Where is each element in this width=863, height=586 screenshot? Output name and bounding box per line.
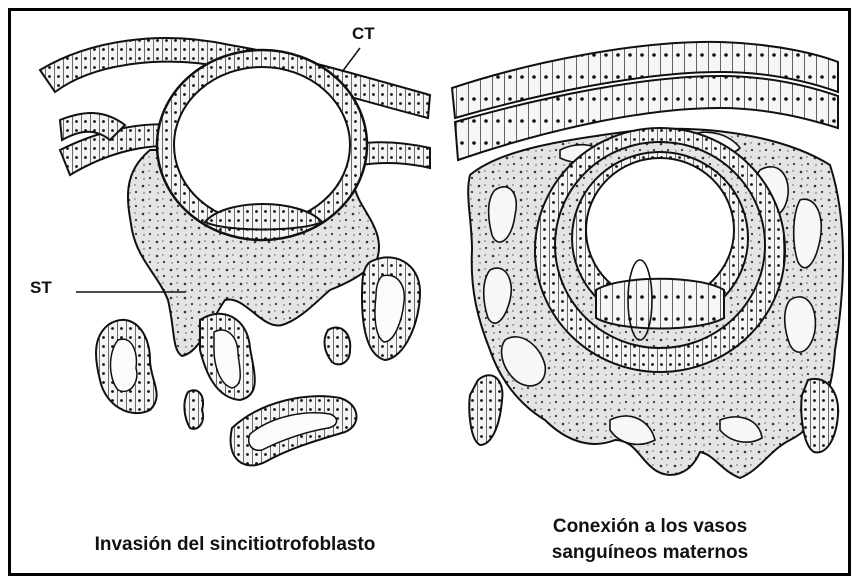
left-panel-illustration <box>40 38 430 465</box>
caption-right-line2: sanguíneos maternos <box>480 540 820 566</box>
blastocyst-cavity <box>174 67 350 223</box>
syncytiotrophoblast-label: ST <box>30 278 52 298</box>
side-gland-left <box>469 375 502 445</box>
cytotrophoblast-label: CT <box>352 24 375 44</box>
right-panel-illustration <box>452 42 843 478</box>
caption-right: Conexión a los vasos sanguíneos maternos <box>480 514 820 566</box>
caption-right-line1: Conexión a los vasos <box>480 514 820 540</box>
embryonic-disc-right <box>596 279 724 329</box>
ct-pointer-line <box>342 48 360 72</box>
side-gland-right <box>801 379 838 453</box>
caption-left: Invasión del sincitiotrofoblasto <box>30 532 440 558</box>
